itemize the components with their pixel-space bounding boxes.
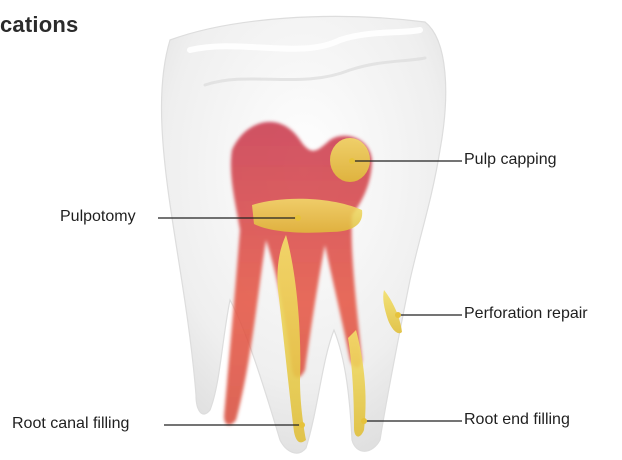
dot-perforation-repair xyxy=(395,312,401,318)
label-perforation-repair: Perforation repair xyxy=(464,305,588,323)
label-pulpotomy: Pulpotomy xyxy=(60,208,136,226)
dot-root-end-filling xyxy=(361,418,367,424)
dot-pulp-capping xyxy=(349,158,355,164)
label-root-end-filling: Root end filling xyxy=(464,411,570,429)
dot-root-canal-filling xyxy=(299,422,305,428)
label-pulp-capping: Pulp capping xyxy=(464,151,557,169)
dot-pulpotomy xyxy=(295,215,301,221)
label-root-canal-filling: Root canal filling xyxy=(12,415,129,433)
